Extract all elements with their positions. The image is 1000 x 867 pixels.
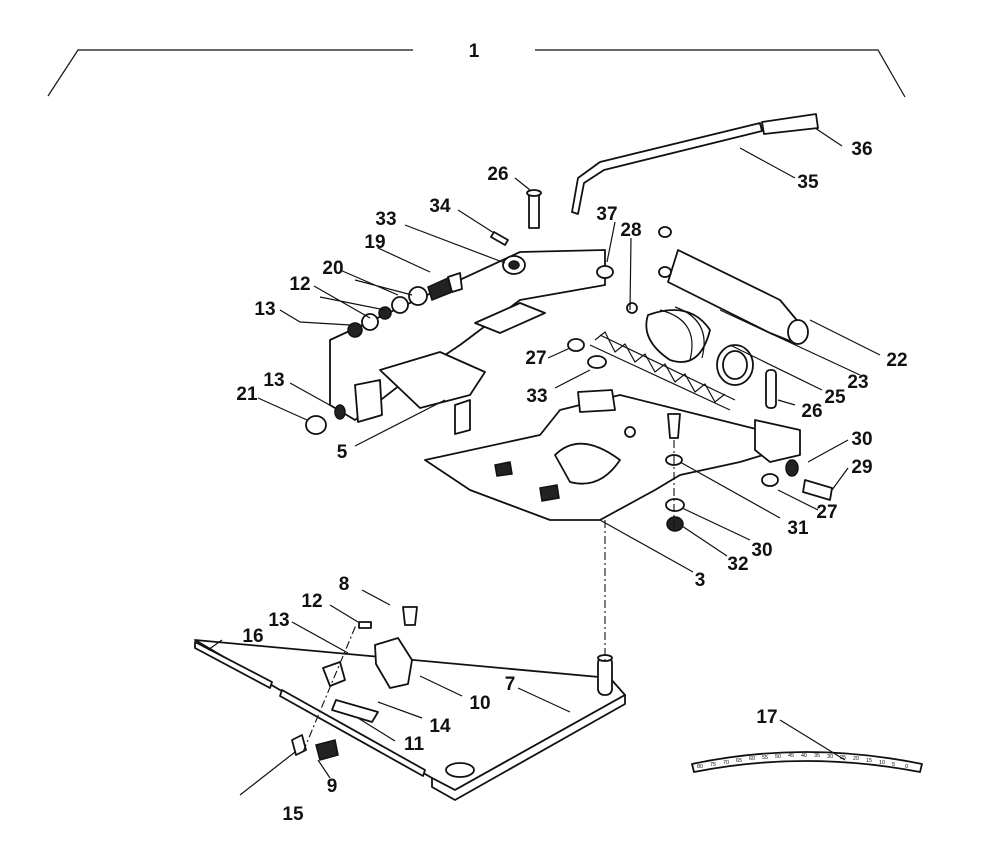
top-pins (490, 189, 542, 275)
callout-8: 8 (339, 574, 350, 595)
callout-labels: 1 36 35 26 34 37 28 33 19 20 12 13 22 27… (236, 41, 907, 825)
callout-10: 10 (469, 693, 490, 714)
assembly-bracket (47, 49, 906, 98)
scale-label: 0 (905, 764, 908, 770)
callout-16: 16 (242, 626, 263, 647)
callout-14: 14 (429, 716, 451, 737)
scale-label: 35 (814, 753, 820, 759)
scale-label: 50 (775, 754, 781, 760)
callout-5: 5 (337, 442, 348, 463)
callout-19: 19 (364, 232, 385, 253)
callout-13-bottom: 13 (268, 610, 289, 631)
mounting-plate (424, 389, 801, 521)
callout-32: 32 (727, 554, 748, 575)
scale-label: 15 (866, 758, 872, 764)
right-hardware (567, 265, 833, 532)
callout-7: 7 (505, 674, 516, 695)
callout-17: 17 (756, 707, 777, 728)
callout-26-top: 26 (487, 164, 508, 185)
shock-spring-assembly (589, 226, 809, 411)
callout-33-mid: 33 (526, 386, 547, 407)
scale-label: 75 (710, 762, 716, 768)
bolt-washer-stack (347, 272, 463, 338)
callout-13-left: 13 (263, 370, 284, 391)
callout-29: 29 (851, 457, 872, 478)
callout-31: 31 (787, 518, 809, 539)
callout-30-lower: 30 (751, 540, 772, 561)
scale-label: 65 (736, 758, 742, 764)
callout-36: 36 (851, 139, 872, 160)
base-plate (194, 639, 626, 801)
callout-23: 23 (847, 372, 868, 393)
slide-bracket (329, 249, 606, 435)
callout-3: 3 (695, 570, 706, 591)
callout-27-right: 27 (816, 502, 837, 523)
scale-label: 30 (827, 754, 833, 760)
callout-25: 25 (824, 387, 846, 408)
callout-30-right: 30 (851, 429, 872, 450)
callout-37: 37 (596, 204, 617, 225)
callout-15: 15 (282, 804, 304, 825)
callout-33-top: 33 (375, 209, 396, 230)
callout-21: 21 (236, 384, 258, 405)
scale-label: 70 (723, 760, 729, 766)
lever-rod (571, 113, 819, 215)
callout-11: 11 (404, 734, 425, 755)
callout-26-right: 26 (801, 401, 822, 422)
callout-34: 34 (429, 196, 451, 217)
angle-scale: 80 75 70 65 60 55 50 45 40 35 30 25 20 1… (691, 751, 923, 773)
callout-22: 22 (886, 350, 907, 371)
callout-27-mid: 27 (525, 348, 546, 369)
nut-washer-left (305, 404, 346, 435)
scale-label: 25 (840, 755, 846, 761)
leader-lines (207, 127, 881, 796)
scale-label: 5 (892, 762, 895, 768)
callout-12-bottom: 12 (301, 591, 322, 612)
callout-20: 20 (322, 258, 343, 279)
callout-13-top: 13 (254, 299, 275, 320)
scale-label: 10 (879, 760, 885, 766)
scale-label: 45 (788, 753, 794, 759)
callout-1: 1 (469, 41, 480, 62)
lower-hardware (291, 606, 418, 761)
scale-label: 55 (762, 755, 768, 761)
callout-35: 35 (797, 172, 819, 193)
scale-label: 40 (801, 753, 807, 759)
scale-labels: 80 75 70 65 60 55 50 45 40 35 30 25 20 1… (697, 753, 908, 770)
scale-label: 20 (853, 756, 859, 762)
callout-9: 9 (327, 776, 338, 797)
scale-label: 60 (749, 756, 755, 762)
slide-rods (194, 641, 426, 777)
callout-12-top: 12 (289, 274, 310, 295)
scale-label: 80 (697, 764, 703, 770)
callout-28: 28 (620, 220, 641, 241)
